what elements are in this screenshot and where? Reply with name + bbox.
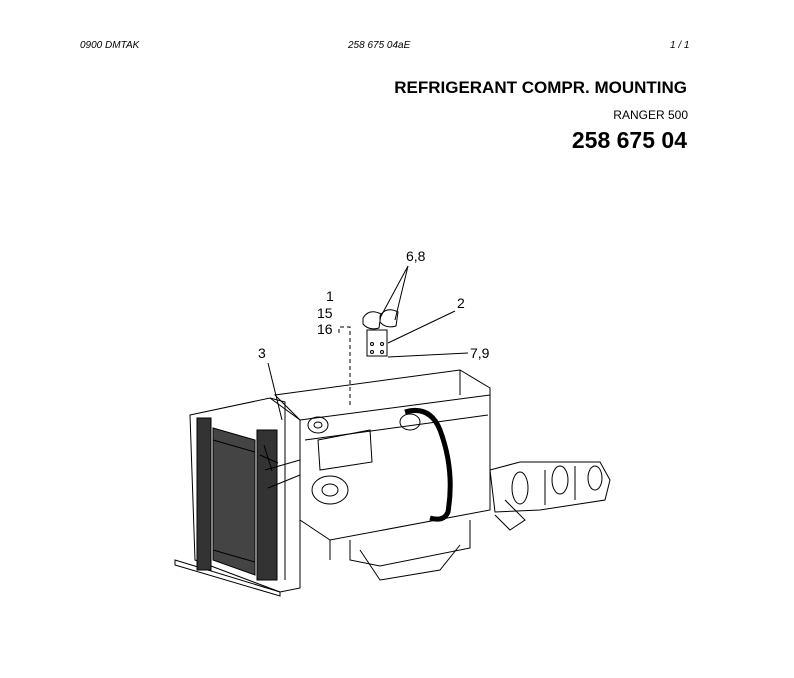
callout-1: 1 [326,288,334,304]
document-model: RANGER 500 [613,108,688,122]
transmission-assembly [489,461,611,531]
header-left-code: 0900 DMTAK [80,40,140,51]
header-page-count: 1 / 1 [670,40,690,51]
leader-3 [267,362,283,421]
header-doc-id: 258 675 04aE [348,40,411,51]
leader-6-8-b [394,265,409,321]
leader-6-8-a [379,265,409,319]
refrigerant-hose [404,408,453,522]
document-title: REFRIGERANT COMPR. MOUNTING [394,78,687,97]
leader-2 [387,310,456,344]
engine-block [259,369,491,567]
callout-6-8: 6,8 [406,248,426,264]
callout-3: 3 [258,345,266,361]
leader-1-15-16 [338,326,351,408]
radiator-assembly [174,397,301,597]
callout-16: 16 [317,321,333,337]
callout-7-9: 7,9 [470,345,490,361]
engine-base [329,540,461,581]
compressor-bracket-part [362,309,399,357]
callout-2: 2 [457,295,465,311]
callout-15: 15 [317,305,333,321]
document-part-number: 258 675 04 [571,127,687,153]
leader-7-9 [387,352,469,358]
